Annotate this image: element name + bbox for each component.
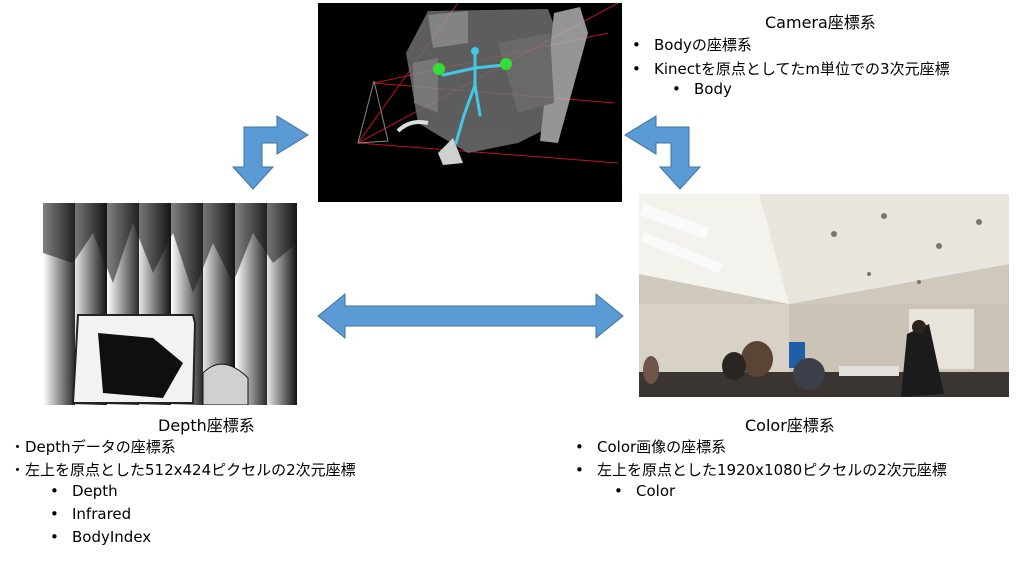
color-title: Color座標系: [745, 412, 835, 436]
depth-subitem-3: •BodyIndex: [50, 528, 151, 546]
color-item-1: •Color画像の座標系: [575, 436, 726, 457]
depth-line-1: ・Depthデータの座標系: [10, 436, 176, 457]
camera-subitem-1: •Body: [672, 80, 732, 98]
camera-item-1: •Bodyの座標系: [632, 34, 752, 55]
camera-title: Camera座標系: [765, 9, 876, 33]
depth-line-2: ・左上を原点とした512x424ピクセルの2次元座標: [10, 459, 356, 480]
depth-image: [43, 203, 297, 405]
color-item-2: •左上を原点とした1920x1080ピクセルの2次元座標: [575, 459, 947, 480]
color-subitem-1: •Color: [614, 482, 675, 500]
camera-color-elbow-arrow: [623, 115, 701, 190]
color-camera-image: [639, 194, 1009, 397]
depth-color-double-arrow: [317, 292, 625, 340]
depth-subitem-2: •Infrared: [50, 505, 131, 523]
depth-title: Depth座標系: [158, 412, 255, 436]
camera-point-cloud-image: [318, 3, 622, 202]
camera-item-2: •Kinectを原点としてたm単位での3次元座標: [632, 58, 950, 79]
depth-subitem-1: •Depth: [50, 482, 118, 500]
depth-camera-elbow-arrow: [232, 115, 310, 190]
